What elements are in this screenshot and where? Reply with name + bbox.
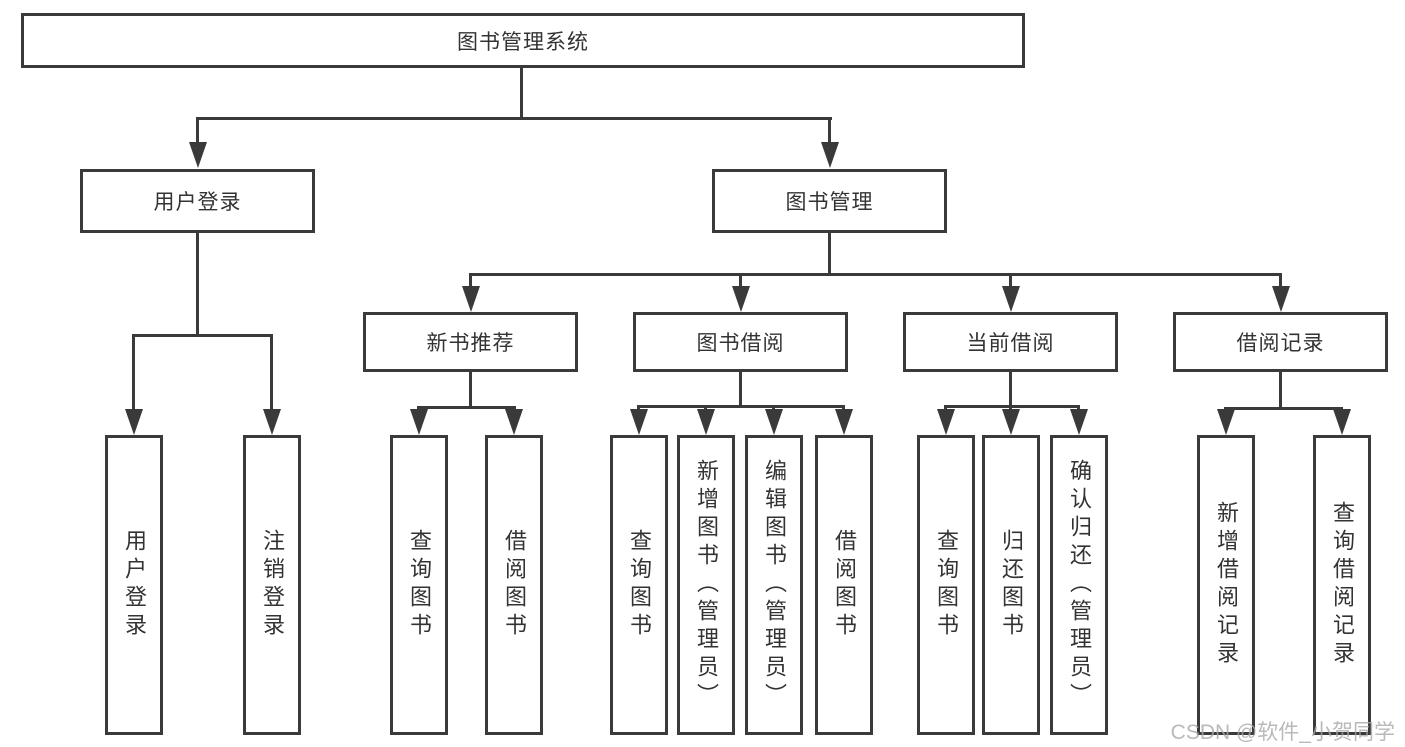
connector-book-borrowing-branch: [637, 405, 845, 408]
leaf-bb-query-books: 查询图书: [610, 435, 668, 735]
node-book-borrowing-label: 图书借阅: [696, 332, 785, 355]
node-root-library-management-system: 图书管理系统: [21, 13, 1025, 68]
arrow-to-user-login: [189, 142, 207, 168]
arrow-to-logout: [263, 409, 281, 435]
leaf-bb-borrow-books: 借阅图书: [815, 435, 873, 735]
node-new-book-recommend: 新书推荐: [363, 312, 578, 372]
node-current-borrowing-label: 当前借阅: [966, 332, 1055, 355]
arrow-to-bb-add: [697, 409, 715, 435]
leaf-cb-return-books-label: 归还图书: [999, 529, 1024, 641]
connector-book-management-branch: [469, 273, 1282, 276]
connector-drop-book-borrowing: [739, 273, 742, 288]
connector-book-borrowing-stem: [739, 372, 742, 408]
connector-new-book-recommend-branch: [417, 406, 516, 409]
arrow-to-book-management: [821, 142, 839, 168]
connector-drop-borrowing-records: [1279, 273, 1282, 288]
arrow-to-book-borrowing: [732, 286, 750, 312]
leaf-bb-edit-books: 编辑图书（管理员）: [745, 435, 803, 735]
arrow-to-cb-confirm: [1070, 409, 1088, 435]
leaf-br-query-record: 查询借阅记录: [1313, 435, 1371, 735]
connector-root-stem: [520, 68, 523, 119]
leaf-rec-query-books-label: 查询图书: [407, 529, 432, 641]
leaf-bb-edit-books-label: 编辑图书（管理员）: [762, 459, 787, 711]
leaf-rec-borrow-books: 借阅图书: [485, 435, 543, 735]
leaf-cb-query-books: 查询图书: [917, 435, 975, 735]
arrow-to-bb-edit: [765, 409, 783, 435]
leaf-rec-query-books: 查询图书: [390, 435, 448, 735]
arrow-to-rec-borrow: [505, 409, 523, 435]
connector-user-login-stem: [196, 233, 199, 337]
arrow-to-rec-query: [410, 409, 428, 435]
connector-drop-login: [132, 334, 135, 410]
leaf-logout: 注销登录: [243, 435, 301, 735]
node-user-login-label: 用户登录: [153, 191, 242, 214]
arrow-to-bb-borrow: [835, 409, 853, 435]
connector-borrowing-records-branch: [1224, 407, 1343, 410]
connector-root-branch: [196, 117, 832, 120]
arrow-to-cb-return: [1002, 409, 1020, 435]
node-current-borrowing: 当前借阅: [903, 312, 1118, 372]
leaf-user-login-label: 用户登录: [122, 529, 147, 641]
connector-current-borrowing-branch: [944, 405, 1080, 408]
leaf-bb-query-books-label: 查询图书: [627, 529, 652, 641]
node-borrowing-records-label: 借阅记录: [1236, 332, 1325, 355]
arrow-to-br-query: [1333, 409, 1351, 435]
arrow-to-login: [125, 409, 143, 435]
node-user-login: 用户登录: [80, 169, 315, 233]
connector-current-borrowing-stem: [1009, 372, 1012, 408]
leaf-rec-borrow-books-label: 借阅图书: [502, 529, 527, 641]
connector-drop-book-management: [828, 117, 831, 145]
node-book-borrowing: 图书借阅: [633, 312, 848, 372]
node-new-book-recommend-label: 新书推荐: [426, 332, 515, 355]
connector-drop-current-borrowing: [1009, 273, 1012, 288]
leaf-br-query-record-label: 查询借阅记录: [1330, 501, 1355, 669]
arrow-to-bb-query: [630, 409, 648, 435]
leaf-logout-label: 注销登录: [260, 529, 285, 641]
connector-user-login-branch: [132, 334, 273, 337]
connector-drop-new-book-recommend: [469, 273, 472, 288]
leaf-cb-confirm-return-label: 确认归还（管理员）: [1067, 459, 1092, 711]
node-borrowing-records: 借阅记录: [1173, 312, 1388, 372]
connector-borrowing-records-stem: [1279, 372, 1282, 410]
connector-drop-logout: [270, 334, 273, 410]
arrow-to-current-borrowing: [1002, 286, 1020, 312]
node-book-management: 图书管理: [712, 169, 947, 233]
arrow-to-borrowing-records: [1272, 286, 1290, 312]
connector-book-management-stem: [828, 233, 831, 276]
arrow-to-new-book-recommend: [462, 286, 480, 312]
leaf-bb-add-books-label: 新增图书（管理员）: [694, 459, 719, 711]
leaf-br-add-record: 新增借阅记录: [1197, 435, 1255, 735]
connector-drop-user-login: [196, 117, 199, 145]
leaf-user-login: 用户登录: [105, 435, 163, 735]
csdn-watermark: CSDN @软件_小贺同学: [1170, 721, 1395, 744]
arrow-to-br-add: [1217, 409, 1235, 435]
node-book-management-label: 图书管理: [785, 191, 874, 214]
leaf-br-add-record-label: 新增借阅记录: [1214, 501, 1239, 669]
leaf-cb-confirm-return: 确认归还（管理员）: [1050, 435, 1108, 735]
leaf-bb-add-books: 新增图书（管理员）: [677, 435, 735, 735]
leaf-cb-query-books-label: 查询图书: [934, 529, 959, 641]
connector-new-book-recommend-stem: [469, 372, 472, 409]
node-root-label: 图书管理系统: [457, 30, 589, 54]
arrow-to-cb-query: [937, 409, 955, 435]
leaf-bb-borrow-books-label: 借阅图书: [832, 529, 857, 641]
leaf-cb-return-books: 归还图书: [982, 435, 1040, 735]
